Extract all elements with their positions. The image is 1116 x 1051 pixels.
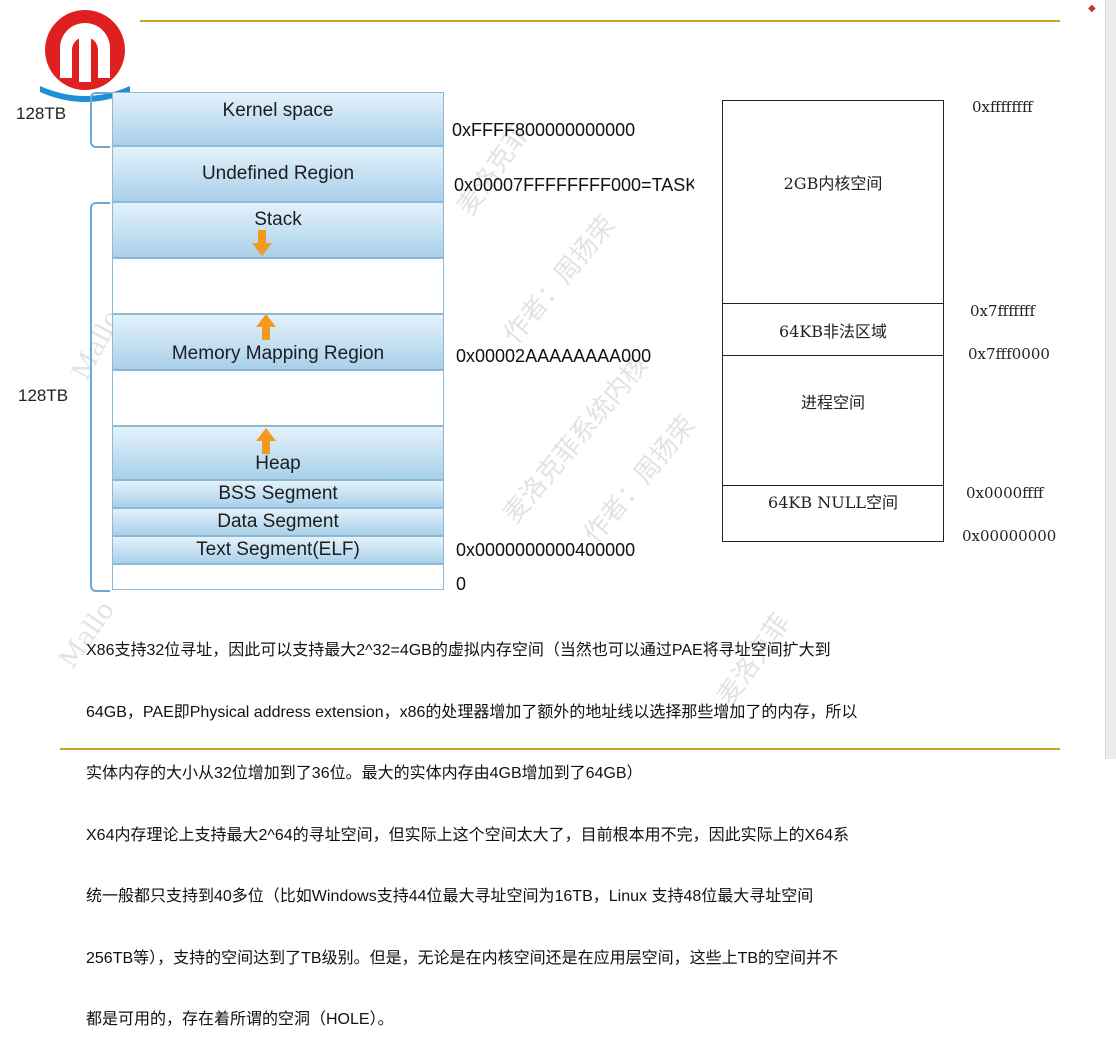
stack-gap (112, 258, 444, 314)
stack-region: Stack (112, 202, 444, 258)
vertical-scrollbar[interactable] (1105, 0, 1116, 759)
null-region-64kb: 64KB NULL空间 (722, 486, 944, 542)
description-line: 都是可用的，存在着所谓的空洞（HOLE）。 (86, 1011, 394, 1028)
reserved-bottom-region (112, 564, 444, 590)
heap-region: Heap (112, 426, 444, 480)
top-size-bracket (90, 92, 110, 148)
bottom-rule (60, 748, 1060, 750)
bottom-address: 0x00000000 (962, 527, 1057, 545)
description-line: 统一般都只支持到40多位（比如Windows支持44位最大寻址空间为16TB，L… (86, 888, 814, 905)
kernel-space-2gb-label: 2GB内核空间 (783, 174, 883, 193)
text-label: Text Segment(ELF) (196, 539, 360, 560)
memory-mapping-region: Memory Mapping Region (112, 314, 444, 370)
kernel-space-label: Kernel space (222, 100, 334, 121)
stack-label: Stack (254, 209, 302, 230)
heap-gap (112, 370, 444, 426)
null-region-label: 64KB NULL空间 (768, 492, 898, 512)
brand-logo-icon (30, 8, 140, 104)
data-label: Data Segment (217, 511, 339, 532)
text-start-address: 0x0000000000400000 (456, 540, 636, 560)
description-line: X86支持32位寻址，因此可以支持最大2^32=4GB的虚拟内存空间（当然也可以… (86, 642, 831, 659)
bottom-size-label: 128TB (18, 386, 69, 405)
arrow-up-icon (256, 428, 276, 454)
zero-address: 0 (456, 574, 467, 594)
description-line: X64内存理论上支持最大2^64的寻址空间，但实际上这个空间太大了，目前根本用不… (86, 826, 850, 844)
watermark: 作者：周扬荣 (498, 210, 622, 350)
heap-label: Heap (255, 453, 301, 474)
arrow-down-icon (252, 230, 272, 256)
top-rule (140, 20, 1060, 22)
bss-segment: BSS Segment (112, 480, 444, 508)
process-space: 进程空间 (722, 356, 944, 486)
kernel-space-region: Kernel space (112, 92, 444, 146)
invalid-region-64kb: 64KB非法区域 (722, 304, 944, 356)
bottom-size-bracket (90, 202, 110, 592)
mmap-base-address: 0x00002AAAAAAAA000 (456, 346, 652, 366)
invalid-bottom-address: 0x7fff0000 (968, 345, 1050, 363)
top-address: 0xffffffff (972, 98, 1033, 116)
description-text: X86支持32位寻址，因此可以支持最大2^32=4GB的虚拟内存空间（当然也可以… (86, 600, 1006, 1051)
window-corner-icon[interactable]: ◆ (1088, 3, 1096, 14)
undefined-region: Undefined Region (112, 146, 444, 202)
undefined-region-label: Undefined Region (201, 163, 355, 184)
bss-label: BSS Segment (218, 483, 338, 504)
watermark: 作者：周扬荣 (578, 410, 702, 550)
kernel-start-address: 0xFFFF800000000000 (452, 120, 636, 140)
description-line: 64GB，PAE即Physical address extension，x86的… (86, 703, 858, 721)
invalid-region-label: 64KB非法区域 (778, 321, 888, 341)
data-segment: Data Segment (112, 508, 444, 536)
arrow-up-icon (256, 314, 276, 340)
memory-mapping-label: Memory Mapping Region (171, 343, 385, 364)
kernel-space-2gb: 2GB内核空间 (722, 100, 944, 304)
description-line: 实体内存的大小从32位增加到了36位。最大的实体内存由4GB增加到了64GB） (86, 765, 643, 782)
process-space-label: 进程空间 (800, 392, 865, 412)
top-size-label: 128TB (16, 104, 67, 123)
task-size-address: 0x00007FFFFFFFF000=TASK (454, 175, 694, 195)
invalid-top-address: 0x7fffffff (970, 302, 1036, 320)
null-top-address: 0x0000ffff (966, 484, 1044, 502)
description-line: 256TB等），支持的空间达到了TB级别。但是，无论是在内核空间还是在应用层空间… (86, 949, 839, 967)
text-segment: Text Segment(ELF) (112, 536, 444, 564)
watermark: 麦洛克菲系统内核 (497, 350, 655, 530)
